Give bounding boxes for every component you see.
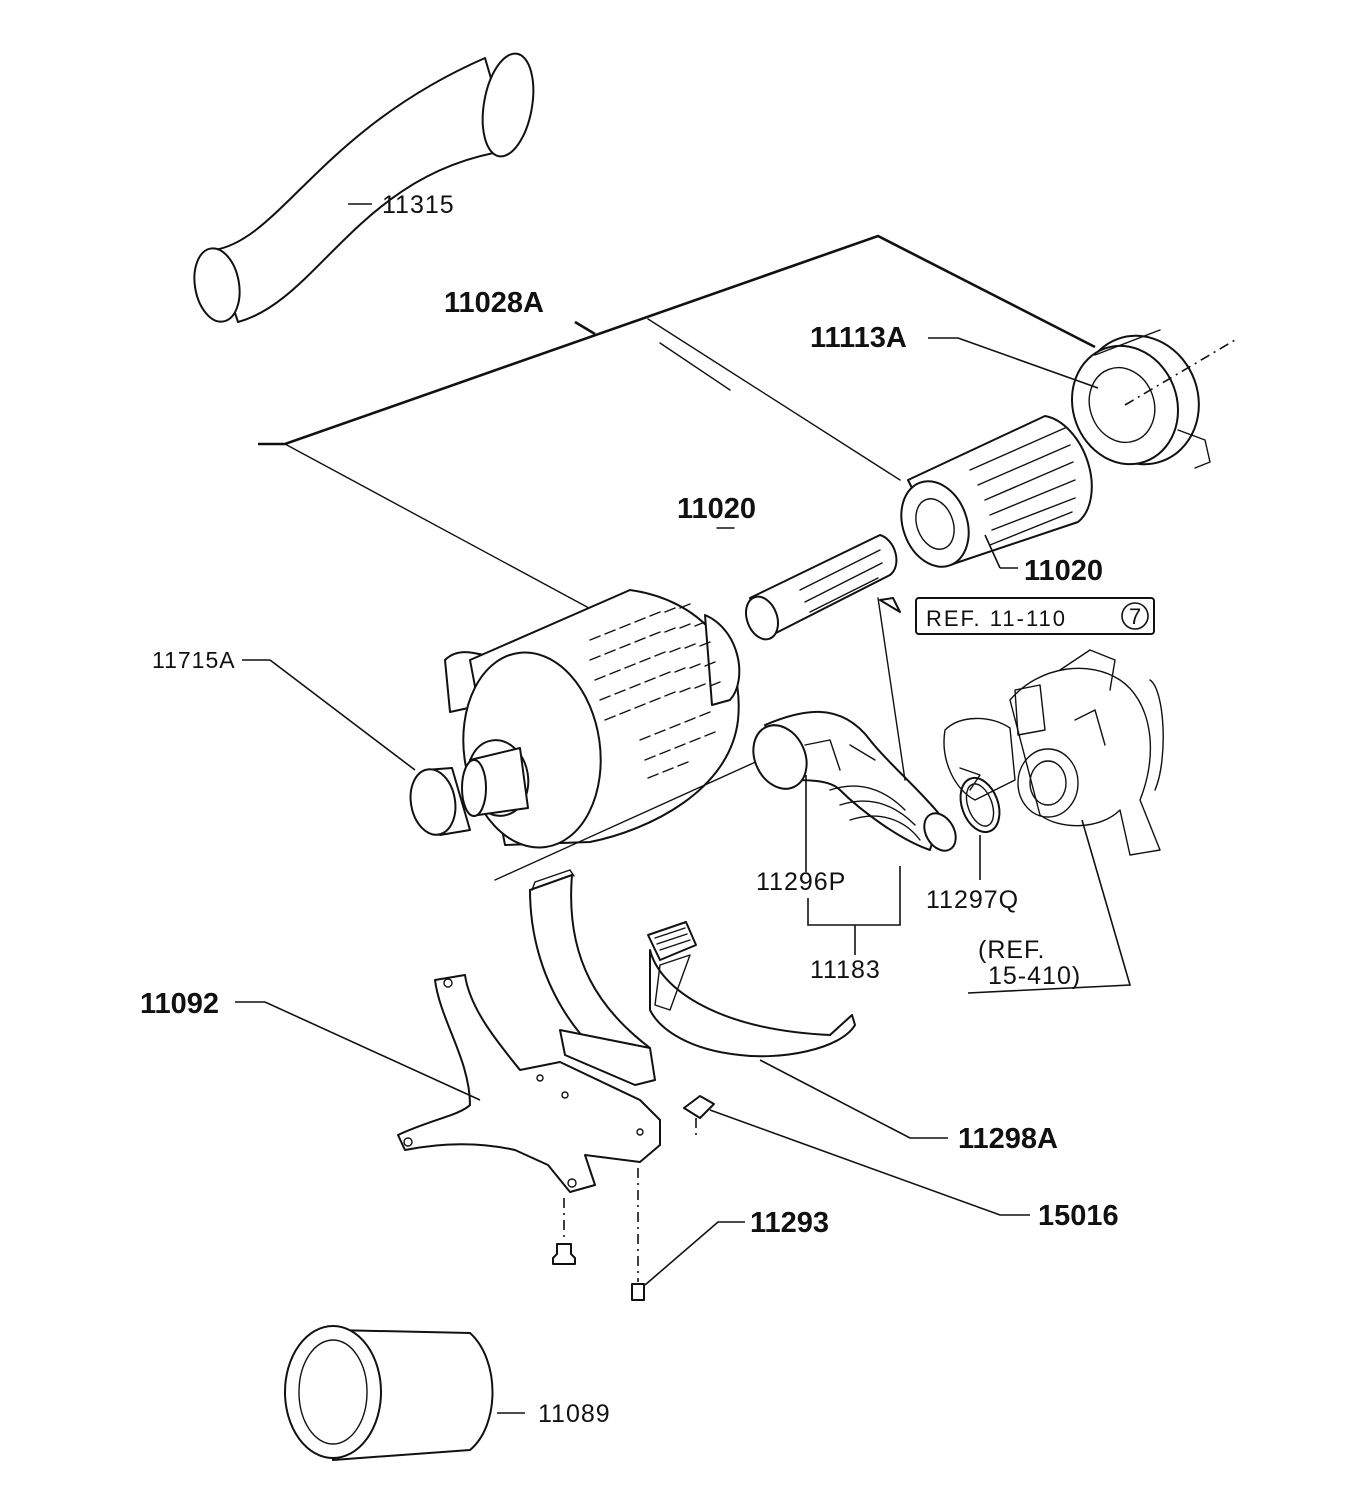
band-11298A: [529, 869, 948, 1139]
label-11297Q: 11297Q: [926, 886, 1019, 914]
label-11089: 11089: [538, 1400, 611, 1428]
turbo-sketch: [943, 649, 1164, 994]
label-11028A: 11028A: [444, 287, 544, 319]
bolts-11293: [552, 1168, 745, 1301]
assy-bracket-11028A: [258, 234, 1096, 615]
bracket-11092: [235, 974, 661, 1193]
label-11315: 11315: [382, 191, 455, 219]
ref-turbo-line1: (REF.: [978, 936, 1046, 964]
ref-turbo-line2: 15-410): [988, 962, 1081, 990]
ref-box-text: REF. 11-110: [926, 606, 1067, 631]
clip-15016: [683, 1095, 1030, 1216]
hose-11183: [752, 597, 957, 955]
air-cleaner-body: [444, 589, 761, 881]
ref-box-circle-number: 7: [1129, 604, 1142, 629]
label-15016: 15016: [1038, 1200, 1119, 1232]
element-outer-11020: [900, 415, 1093, 569]
cover-11113A: [928, 329, 1236, 469]
label-11113A: 11113A: [810, 322, 907, 354]
clamp-11297Q: [959, 767, 1001, 880]
label-11298A: 11298A: [958, 1123, 1058, 1155]
label-11183: 11183: [810, 956, 881, 984]
cap-11715A: [242, 659, 471, 836]
label-11092: 11092: [140, 988, 219, 1020]
label-11020-inner: 11020: [677, 493, 756, 525]
label-11296P: 11296P: [756, 868, 846, 896]
hose-11315: [193, 52, 535, 323]
ref-box-11-110: [915, 597, 1155, 635]
label-11293: 11293: [750, 1207, 829, 1239]
element-inner-11020: [716, 527, 898, 641]
cleaner-slots: [589, 603, 721, 779]
sleeve-11089: [284, 1325, 525, 1461]
label-11020-outer: 11020: [1024, 555, 1103, 587]
label-11715A: 11715A: [152, 647, 236, 673]
